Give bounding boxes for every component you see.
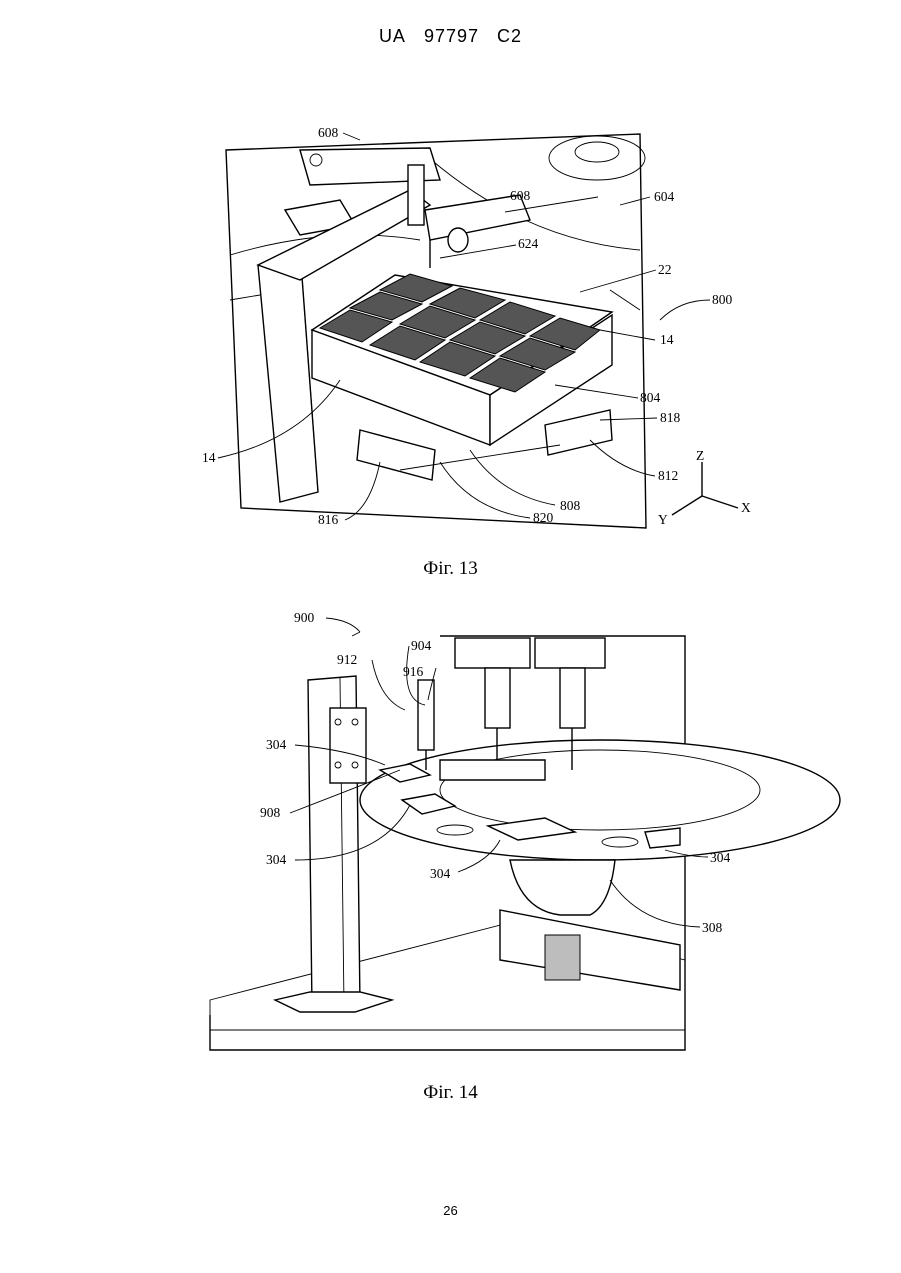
label-axis-y: Y (658, 512, 668, 527)
figure-14-drawing: 900 904 912 916 304 908 304 304 304 308 (0, 600, 901, 1070)
figure-14-caption: Фіг. 14 (0, 1082, 901, 1104)
label-304c: 304 (430, 866, 451, 881)
figure-13-caption: Фіг. 13 (0, 558, 901, 580)
label-816: 816 (318, 512, 339, 527)
label-912: 912 (337, 652, 357, 667)
figure-13-drawing: 608 608 604 624 22 800 14 804 818 14 812… (0, 0, 901, 560)
label-14b: 14 (202, 450, 216, 465)
label-608b: 608 (510, 188, 531, 203)
label-900: 900 (294, 610, 315, 625)
label-22: 22 (658, 262, 672, 277)
axis-triad (672, 462, 738, 515)
label-808: 808 (560, 498, 581, 513)
label-axis-x: X (741, 500, 751, 515)
label-14a: 14 (660, 332, 674, 347)
label-804: 804 (640, 390, 661, 405)
label-axis-z: Z (696, 448, 704, 463)
label-308: 308 (702, 920, 723, 935)
label-908: 908 (260, 805, 281, 820)
label-624: 624 (518, 236, 539, 251)
label-304b: 304 (266, 852, 287, 867)
label-304a: 304 (266, 737, 287, 752)
label-304d: 304 (710, 850, 731, 865)
label-608a: 608 (318, 125, 339, 140)
label-916: 916 (403, 664, 424, 679)
label-812: 812 (658, 468, 678, 483)
label-604: 604 (654, 189, 675, 204)
label-904: 904 (411, 638, 432, 653)
label-820: 820 (533, 510, 554, 525)
page-number: 26 (0, 1203, 901, 1218)
label-800: 800 (712, 292, 733, 307)
label-818: 818 (660, 410, 681, 425)
